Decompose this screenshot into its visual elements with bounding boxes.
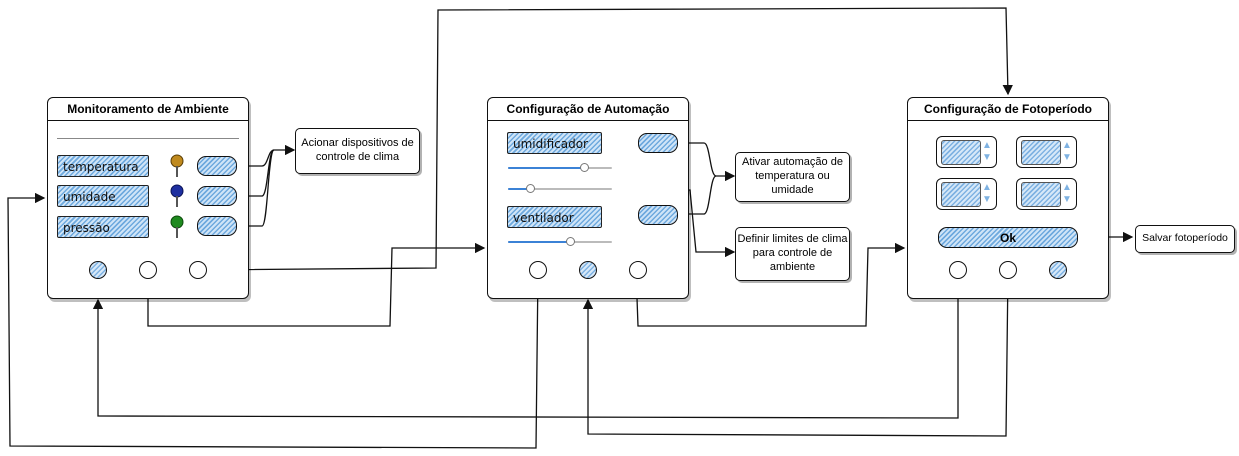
- connector-photoperiod-to-monitoring: [92, 270, 959, 419]
- connector-photoperiod-to-automation: [582, 269, 1009, 437]
- pressure-sensor-icon: [170, 215, 184, 238]
- connector-automation-to-monitoring: [7, 192, 539, 449]
- label-umidificador: umidificador: [507, 132, 602, 154]
- humidifier-slider-2[interactable]: [508, 184, 612, 193]
- pressao-toggle[interactable]: [197, 216, 237, 236]
- connector-toggle3-to-actuate: [236, 149, 275, 227]
- nav-button-3[interactable]: [1049, 261, 1067, 279]
- note-define-limits: Definir limites de clima para controle d…: [735, 227, 850, 281]
- connector-toggle-fan-to-activate: [678, 175, 717, 215]
- nav-button-2[interactable]: [579, 261, 597, 279]
- chevron-down-icon[interactable]: ▼: [982, 194, 992, 205]
- connector-monitor-to-automation: [147, 242, 486, 327]
- chevron-up-icon[interactable]: ▲: [982, 182, 992, 193]
- note-activate-automation: Ativar automação de temperatura ou umida…: [735, 152, 850, 202]
- time-stepper-3[interactable]: ▲ ▼: [936, 178, 997, 210]
- label-temperatura: temperatura: [57, 155, 149, 177]
- umidificador-toggle[interactable]: [638, 133, 678, 153]
- nav-button-2[interactable]: [139, 261, 157, 279]
- time-stepper-4[interactable]: ▲ ▼: [1016, 178, 1077, 210]
- chevron-down-icon[interactable]: ▼: [1062, 152, 1072, 163]
- humidity-sensor-icon: [170, 184, 184, 207]
- note-actuate-devices: Acionar dispositivos de controle de clim…: [295, 128, 420, 174]
- chevron-up-icon[interactable]: ▲: [982, 140, 992, 151]
- nav-button-1[interactable]: [949, 261, 967, 279]
- nav-button-2[interactable]: [999, 261, 1017, 279]
- time-stepper-1[interactable]: ▲ ▼: [936, 136, 997, 168]
- temperatura-toggle[interactable]: [197, 156, 237, 176]
- nav-button-3[interactable]: [629, 261, 647, 279]
- label-umidade: umidade: [57, 185, 149, 207]
- humidifier-slider-1[interactable]: [508, 163, 612, 172]
- chevron-down-icon[interactable]: ▼: [1062, 194, 1072, 205]
- nav-button-1[interactable]: [89, 261, 107, 279]
- label-ventilador: ventilador: [507, 206, 602, 228]
- chevron-up-icon[interactable]: ▲: [1062, 182, 1072, 193]
- umidade-toggle[interactable]: [197, 186, 237, 206]
- monitoring-panel: Monitoramento de Ambiente temperatura um…: [47, 97, 249, 299]
- note-save-photoperiod: Salvar fotoperíodo: [1135, 225, 1235, 253]
- time-stepper-2[interactable]: ▲ ▼: [1016, 136, 1077, 168]
- automation-panel-title: Configuração de Automação: [488, 98, 688, 121]
- nav-button-1[interactable]: [529, 261, 547, 279]
- automation-panel: Configuração de Automação umidificador v…: [487, 97, 689, 299]
- connector-automation-to-photoperiod: [635, 242, 906, 327]
- label-pressao: pressão: [57, 216, 149, 238]
- photoperiod-panel: Configuração de Fotoperíodo ▲ ▼ ▲ ▼ ▲ ▼ …: [907, 97, 1109, 299]
- ventilador-toggle[interactable]: [638, 205, 678, 225]
- chevron-down-icon[interactable]: ▼: [982, 152, 992, 163]
- chevron-up-icon[interactable]: ▲: [1062, 140, 1072, 151]
- nav-button-3[interactable]: [189, 261, 207, 279]
- separator-line: [57, 138, 239, 139]
- fan-slider[interactable]: [508, 237, 612, 246]
- ok-button[interactable]: Ok: [938, 227, 1078, 248]
- monitoring-panel-title: Monitoramento de Ambiente: [48, 98, 248, 121]
- photoperiod-panel-title: Configuração de Fotoperíodo: [908, 98, 1108, 121]
- connector-monitor-to-photoperiod: [197, 7, 1013, 271]
- temperature-sensor-icon: [170, 154, 184, 177]
